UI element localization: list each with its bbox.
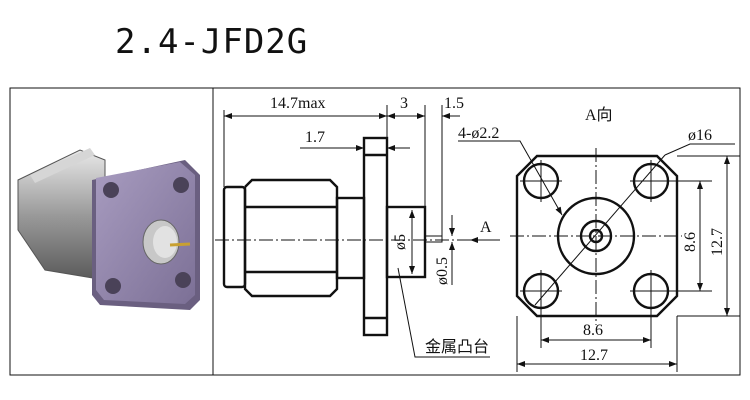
connector-3d-render bbox=[17, 148, 200, 310]
flange-size-horizontal: 12.7 bbox=[580, 347, 608, 364]
side-view: 14.7max 3 1.5 1.7 ø5 ø0.5 金属凸台 A bbox=[215, 95, 500, 358]
view-a-label: A向 bbox=[585, 106, 613, 124]
dim-length: 14.7max bbox=[270, 95, 326, 112]
dim-pin-dia: ø0.5 bbox=[434, 257, 451, 285]
dim-boss-dia: ø5 bbox=[392, 234, 409, 250]
holes-dim: 4-ø2.2 bbox=[458, 125, 499, 142]
dim-pin: 1.5 bbox=[444, 95, 464, 112]
front-view: A向 4-ø2.2 ø16 8.6 12.7 8.6 12.7 bbox=[458, 106, 740, 372]
view-arrow-label: A bbox=[480, 219, 492, 236]
dim-flange: 1.7 bbox=[305, 129, 325, 146]
callout-metal-boss: 金属凸台 bbox=[425, 338, 489, 356]
dim-boss: 3 bbox=[400, 95, 408, 112]
part-number-title: 2.4-JFD2G bbox=[115, 22, 309, 62]
hole-spacing-vertical: 8.6 bbox=[682, 232, 699, 252]
flange-size-vertical: 12.7 bbox=[709, 228, 726, 256]
drawing-frame bbox=[9, 87, 741, 376]
hole-spacing-horizontal: 8.6 bbox=[583, 322, 603, 339]
bolt-circle-dim: ø16 bbox=[688, 127, 712, 144]
